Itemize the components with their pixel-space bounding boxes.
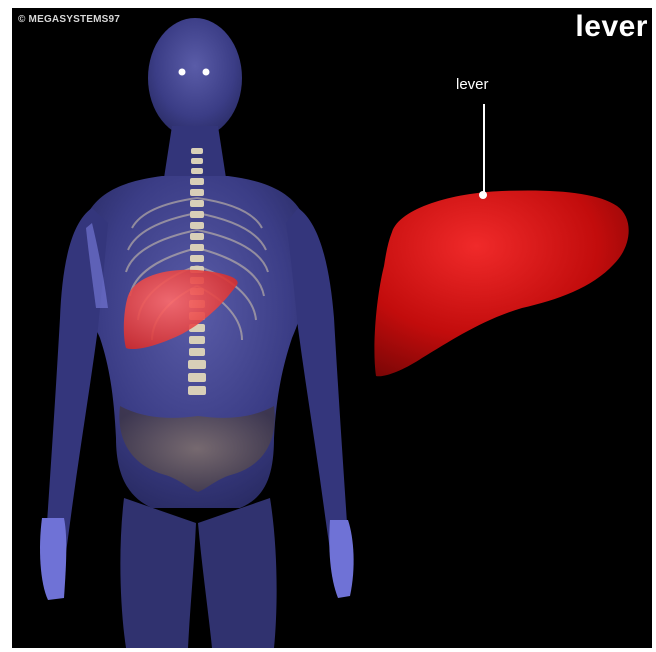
anatomy-illustration — [12, 8, 652, 648]
right-hand — [329, 520, 353, 598]
anatomy-viewer: © MEGASYSTEMS97 lever lever — [12, 8, 652, 648]
left-eye — [179, 69, 186, 76]
right-eye — [203, 69, 210, 76]
organ-label: lever — [456, 76, 489, 93]
label-leader-line — [483, 104, 485, 194]
left-leg — [120, 498, 196, 648]
liver-organ — [374, 190, 628, 376]
human-body-figure — [40, 18, 354, 648]
label-leader-dot — [479, 191, 487, 199]
right-leg — [198, 498, 277, 648]
head — [148, 18, 242, 138]
left-hand — [40, 518, 66, 600]
copyright-text: © MEGASYSTEMS97 — [18, 14, 120, 25]
page-title: lever — [575, 10, 648, 44]
